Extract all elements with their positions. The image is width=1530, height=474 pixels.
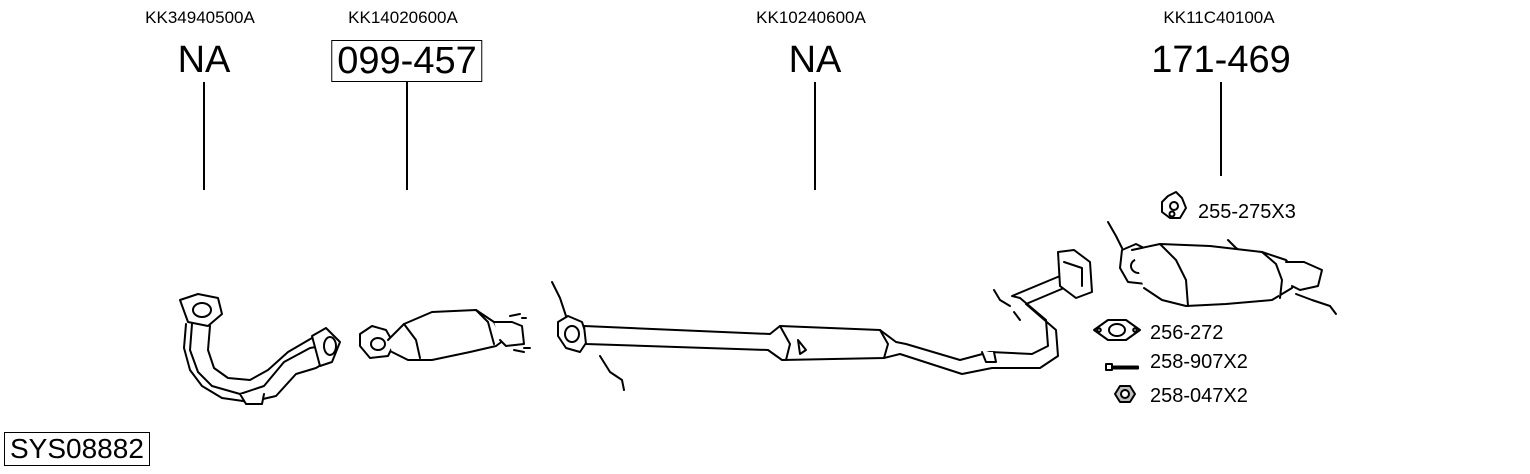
- accessory-label-gasket: 256-272: [1150, 322, 1224, 344]
- bolt-icon: [1105, 363, 1139, 371]
- part-ref-rear-silencer: KK11C40100A: [1163, 8, 1275, 27]
- system-code-label: SYS08882: [4, 432, 150, 466]
- part-ref-middle-silencer: KK10240600A: [756, 8, 866, 27]
- part-number-front-pipe: NA: [177, 39, 231, 81]
- leader-line-middle-silencer: [814, 82, 816, 190]
- accessory-label-rubber-hanger: 255-275X3: [1198, 201, 1296, 223]
- accessory-label-nut: 258-047X2: [1150, 385, 1248, 407]
- front-pipe-drawing: [179, 293, 341, 405]
- rear-silencer-drawing: [1107, 221, 1337, 315]
- accessory-label-bolt: 258-907X2: [1150, 351, 1248, 373]
- part-number-catalytic-converter[interactable]: 099-457: [331, 40, 483, 82]
- nut-icon: [1114, 385, 1136, 403]
- part-number-rear-silencer[interactable]: 171-469: [1151, 39, 1291, 81]
- catalytic-converter-drawing: [359, 309, 531, 361]
- part-number-middle-silencer: NA: [788, 39, 842, 81]
- flange-gasket-icon: [1093, 319, 1141, 341]
- leader-line-catalytic-converter: [406, 82, 408, 190]
- leader-line-rear-silencer: [1220, 82, 1222, 176]
- middle-silencer-drawing: [551, 249, 1093, 391]
- part-ref-catalytic-converter: KK14020600A: [348, 8, 458, 27]
- part-ref-front-pipe: KK34940500A: [145, 8, 255, 27]
- leader-line-front-pipe: [203, 82, 205, 190]
- rubber-hanger-icon: [1161, 191, 1187, 219]
